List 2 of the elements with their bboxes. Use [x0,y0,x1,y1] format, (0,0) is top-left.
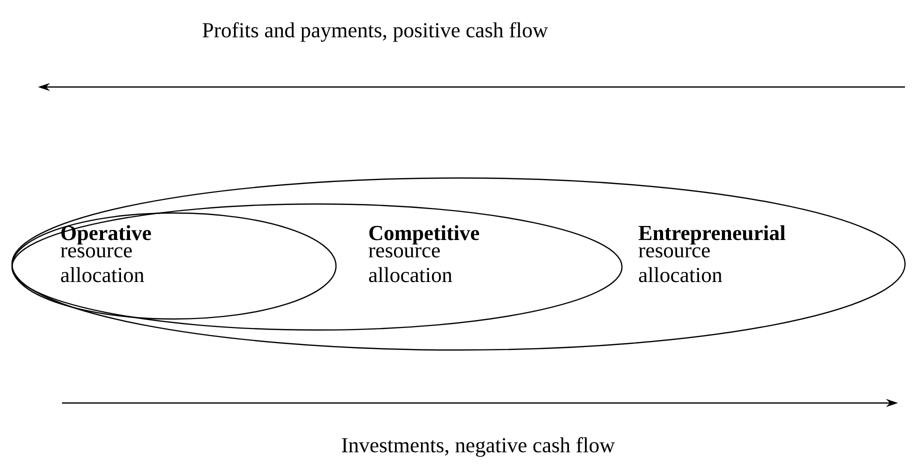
caption: Investments, negative cash flow [342,437,615,457]
caption: Profits and payments, positive cash flow [202,22,548,42]
